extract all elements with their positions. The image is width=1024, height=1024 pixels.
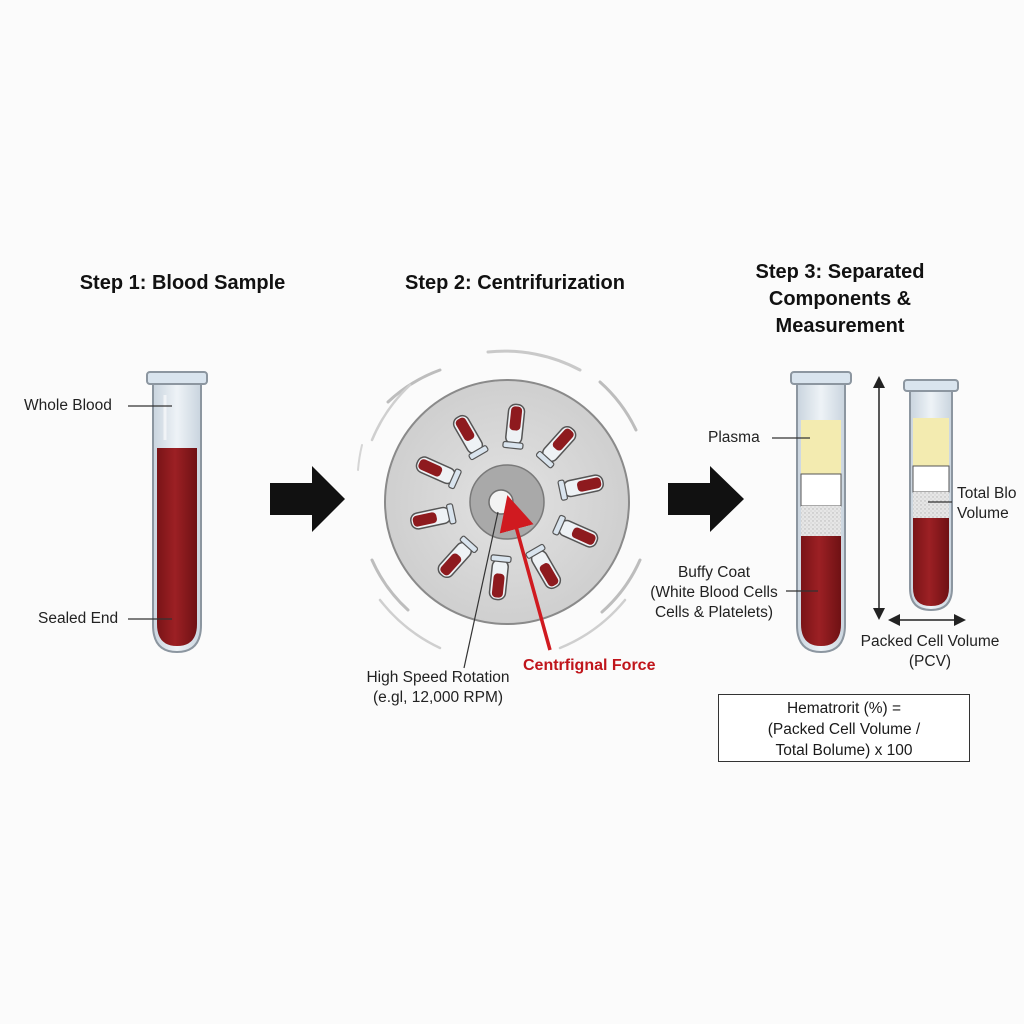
centrifugal-force-label: Centrfignal Force [523, 657, 656, 674]
rotor-tube [437, 535, 479, 579]
hematocrit-formula-box: Hematrorit (%) = (Packed Cell Volume / T… [718, 694, 970, 762]
pcv-label: Packed Cell Volume (PCV) [850, 632, 1010, 672]
step1-title: Step 1: Blood Sample [79, 272, 286, 294]
buffy-coat-line: (White Blood Cells [650, 584, 778, 601]
total-volume-line: Total Blo [957, 485, 1017, 502]
formula-line: Hematrorit (%) = [786, 700, 902, 717]
rotation-label-line: (e.gl, 12,000 RPM) [372, 689, 504, 706]
pcv-line: (PCV) [908, 653, 952, 670]
step3-title-line: Measurement [775, 315, 905, 337]
step1-blood-tube [146, 371, 208, 654]
total-volume-label: Total Blo Volume [957, 484, 1024, 524]
rotation-leader [463, 511, 499, 669]
step2-title: Step 2: Centrifurization [404, 272, 625, 294]
formula-line: (Packed Cell Volume / [767, 721, 921, 738]
pcv-line: Packed Cell Volume [860, 633, 1000, 650]
step3-title-line: Components & [768, 288, 912, 310]
step3-measured-tube [903, 379, 959, 612]
formula-line: Total Bolume) x 100 [775, 742, 913, 759]
buffy-coat-line: Buffy Coat [677, 564, 751, 581]
buffy-coat-line: Cells & Platelets) [654, 604, 773, 621]
rotor-tube [452, 414, 489, 461]
step3-title-line: Step 3: Separated [755, 261, 925, 283]
whole-blood-label: Whole Blood [24, 397, 112, 414]
rotor-tube [410, 503, 457, 530]
rotor-tube [552, 514, 599, 548]
rotor-tube [535, 425, 577, 469]
step3-separated-tube [790, 371, 852, 654]
rotor-tube [502, 403, 526, 450]
rotor-tube [488, 554, 512, 601]
rotation-label: High Speed Rotation (e.gl, 12,000 RPM) [348, 668, 528, 708]
rotor-tube [525, 543, 562, 590]
rotor-tube [557, 474, 604, 501]
step3-title: Step 3: Separated Components & Measureme… [720, 259, 960, 340]
force-arrow-icon [499, 495, 552, 651]
total-volume-line: Volume [957, 505, 1009, 522]
rotation-label-line: High Speed Rotation [366, 669, 510, 686]
centrifuge-rotor-icon [357, 349, 642, 650]
buffy-coat-label: Buffy Coat (White Blood Cells Cells & Pl… [644, 563, 784, 623]
plasma-label: Plasma [708, 429, 760, 446]
sealed-end-label: Sealed End [38, 610, 119, 627]
right-arrow-icon [668, 466, 744, 532]
right-arrow-icon [270, 466, 345, 532]
rotor-tube [415, 456, 462, 490]
